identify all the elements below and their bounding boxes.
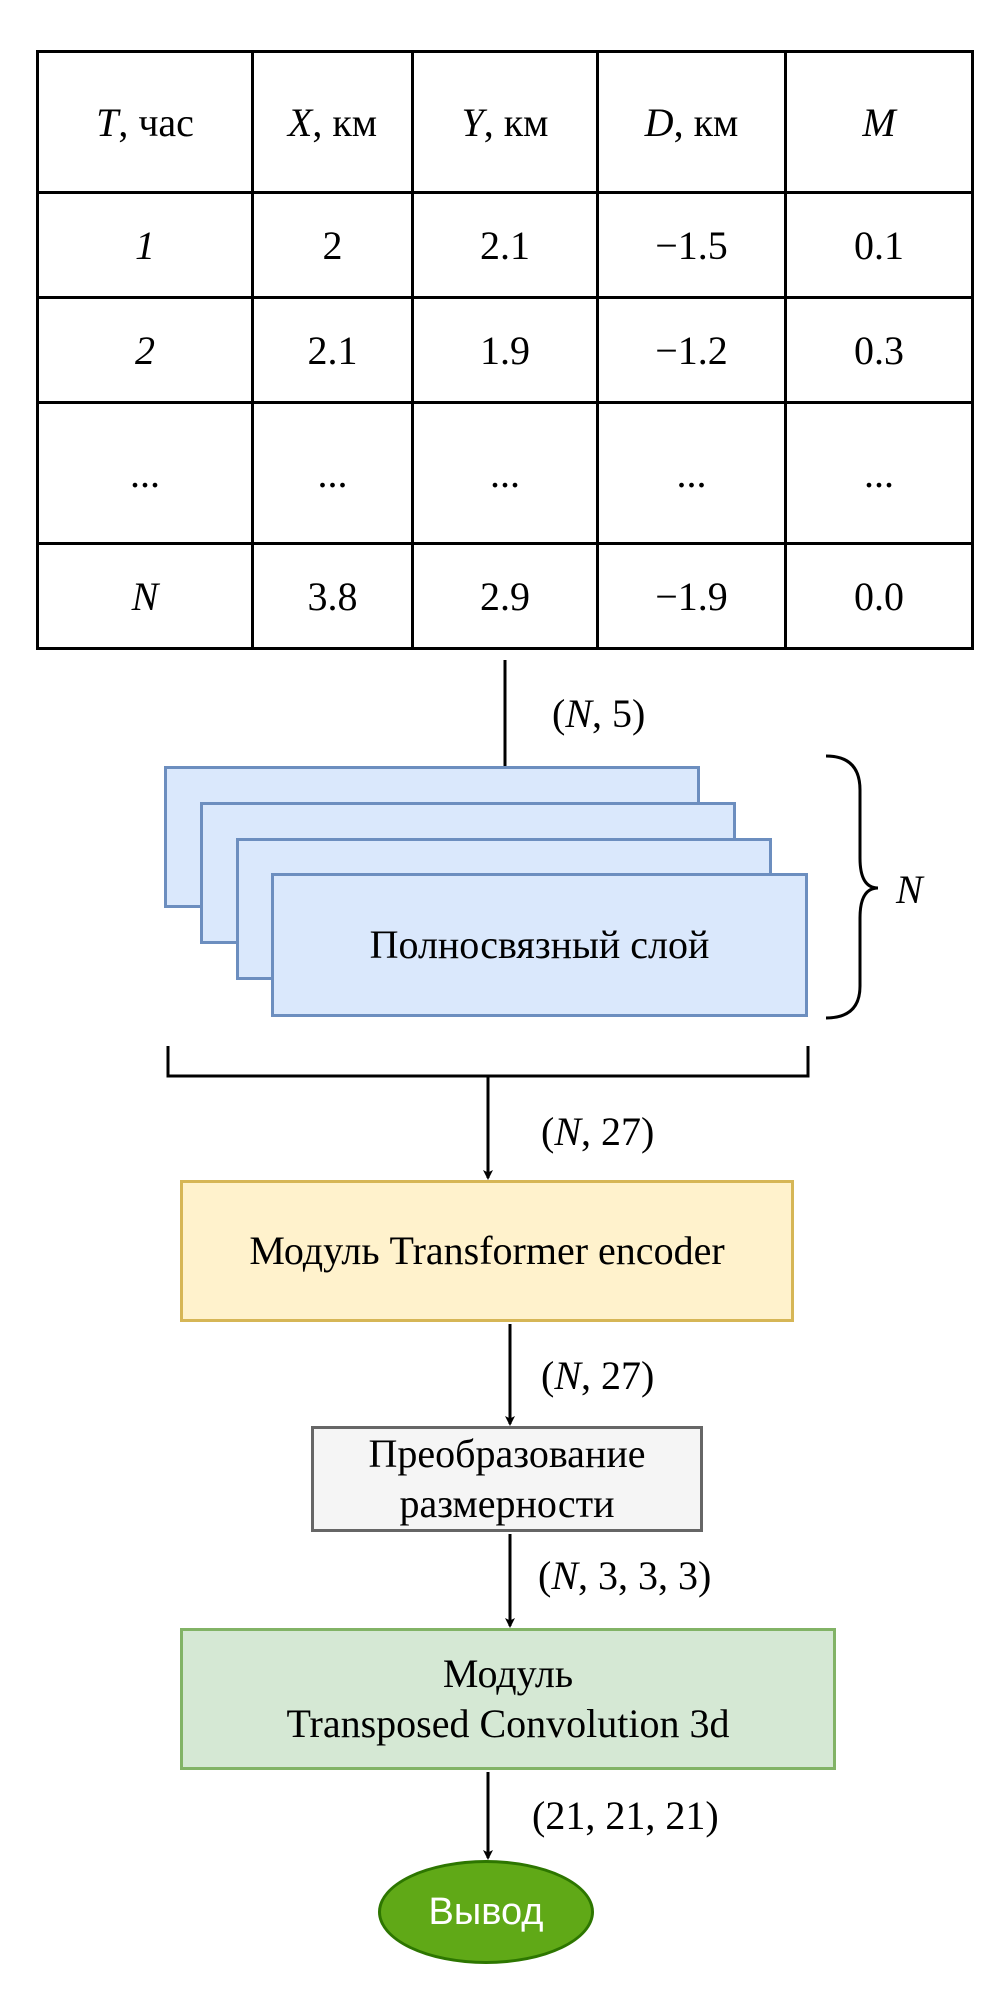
fc-layer-box: Полносвязный слой xyxy=(271,873,808,1017)
tconv-label-line1: Модуль xyxy=(442,1651,574,1696)
transformer-encoder-box: Модуль Transformer encoder xyxy=(180,1180,794,1322)
output-node: Вывод xyxy=(378,1860,594,1964)
shape-label-reshape: (N, 3, 3, 3) xyxy=(538,1553,712,1598)
header-cell-y: Y, км xyxy=(411,50,599,194)
transposed-convolution-box: Модуль Transposed Convolution 3d xyxy=(180,1628,836,1770)
shape-label-output: (21, 21, 21) xyxy=(532,1793,719,1838)
fc-bottom-bracket xyxy=(166,1046,810,1078)
table-cell: 0.0 xyxy=(784,542,974,650)
table-cell: 2.1 xyxy=(411,191,599,299)
table-cell: 2 xyxy=(251,191,414,299)
table-cell: 0.1 xyxy=(784,191,974,299)
table-cell: ... xyxy=(36,401,254,545)
table-cell: 1 xyxy=(36,191,254,299)
table-header-row: T, час X, км Y, км D, км M xyxy=(36,50,974,194)
table-cell: 2 xyxy=(36,296,254,404)
table-cell: 0.3 xyxy=(784,296,974,404)
table-cell: 1.9 xyxy=(411,296,599,404)
table-cell: 3.8 xyxy=(251,542,414,650)
repeat-curly-brace xyxy=(825,754,879,1020)
table-row: N 3.8 2.9 −1.9 0.0 xyxy=(36,542,974,650)
reshape-label-line1: Преобразование xyxy=(368,1431,646,1476)
table-cell: −1.5 xyxy=(596,191,787,299)
table-cell: ... xyxy=(251,401,414,545)
shape-label-fc: (N, 27) xyxy=(541,1109,655,1154)
table-cell: −1.9 xyxy=(596,542,787,650)
table-row: ... ... ... ... ... xyxy=(36,401,974,545)
reshape-label-line2: размерности xyxy=(399,1481,615,1526)
table-cell: ... xyxy=(411,401,599,545)
transformer-encoder-label: Модуль Transformer encoder xyxy=(249,1228,725,1273)
reshape-box: Преобразование размерности xyxy=(311,1426,703,1532)
header-cell-t: T, час xyxy=(36,50,254,194)
header-cell-d: D, км xyxy=(596,50,787,194)
table-cell: ... xyxy=(784,401,974,545)
table-cell: ... xyxy=(596,401,787,545)
table-row: 2 2.1 1.9 −1.2 0.3 xyxy=(36,296,974,404)
tconv-label-line2: Transposed Convolution 3d xyxy=(286,1701,730,1746)
shape-label-transformer: (N, 27) xyxy=(541,1353,655,1398)
fc-layer-label: Полносвязный слой xyxy=(369,922,710,967)
table-cell: 2.9 xyxy=(411,542,599,650)
table-cell: N xyxy=(36,542,254,650)
data-table: T, час X, км Y, км D, км M 1 2 2.1 −1.5 … xyxy=(36,50,974,650)
table-cell: −1.2 xyxy=(596,296,787,404)
shape-label-input: (N, 5) xyxy=(552,691,646,736)
table-cell: 2.1 xyxy=(251,296,414,404)
header-cell-x: X, км xyxy=(251,50,414,194)
header-cell-m: M xyxy=(784,50,974,194)
output-label: Вывод xyxy=(428,1890,544,1933)
table-row: 1 2 2.1 −1.5 0.1 xyxy=(36,191,974,299)
repeat-count-label: N xyxy=(896,867,923,912)
